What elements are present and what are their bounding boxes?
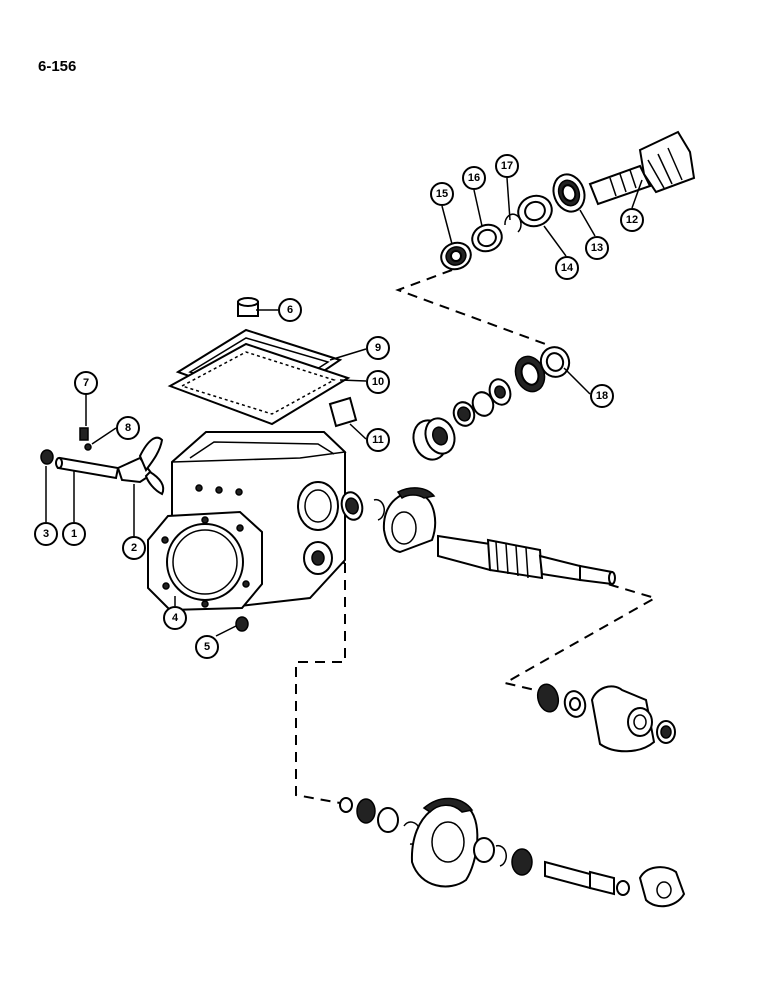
detent-spring-7 [79, 427, 89, 441]
snap-ring-17 [504, 213, 522, 233]
callout-2: 2 [122, 536, 146, 560]
callout-label: 13 [591, 242, 603, 254]
bearing-cup-16 [471, 223, 503, 253]
callout-label: 18 [596, 390, 608, 402]
callout-10: 10 [366, 370, 390, 394]
callout-14: 14 [555, 256, 579, 280]
callout-label: 3 [43, 528, 49, 540]
callout-label: 15 [436, 188, 448, 200]
callout-label: 9 [375, 342, 381, 354]
bearing-cone-13 [552, 173, 586, 213]
callout-label: 1 [71, 528, 77, 540]
shift-fork-2 [116, 436, 165, 496]
center-bearing-and-ring [340, 491, 385, 521]
leader-lines [45, 177, 643, 637]
callout-18: 18 [590, 384, 614, 408]
callout-11: 11 [366, 428, 390, 452]
callout-label: 16 [468, 172, 480, 184]
bearing-cone-15 [440, 241, 472, 271]
callout-label: 17 [501, 160, 513, 172]
bearing-cup-14 [517, 194, 553, 228]
drain-plug-5 [235, 616, 249, 632]
callout-12: 12 [620, 208, 644, 232]
flange-gear [382, 487, 437, 554]
callout-5: 5 [195, 635, 219, 659]
callout-label: 12 [626, 214, 638, 226]
callout-4: 4 [163, 606, 187, 630]
gasket-10 [167, 342, 351, 426]
callout-6: 6 [278, 298, 302, 322]
shift-rail-1 [55, 456, 120, 480]
spring-3 [40, 449, 54, 465]
callout-label: 5 [204, 641, 210, 653]
bottom-shaft [544, 860, 686, 908]
plate-11 [328, 396, 358, 428]
callout-15: 15 [430, 182, 454, 206]
lower-right-bearing-group [536, 683, 676, 753]
callout-1: 1 [62, 522, 86, 546]
callout-label: 10 [372, 376, 384, 388]
callout-16: 16 [462, 166, 486, 190]
callout-13: 13 [585, 236, 609, 260]
mid-shaft-parts [412, 378, 512, 461]
output-shaft-12 [588, 130, 696, 206]
housing-4 [147, 431, 347, 612]
callout-9: 9 [366, 336, 390, 360]
callout-8: 8 [116, 416, 140, 440]
callout-17: 17 [495, 154, 519, 178]
page-number: 6-156 [38, 58, 77, 75]
main-shaft [437, 534, 616, 586]
callout-label: 6 [287, 304, 293, 316]
detent-ball-8 [84, 443, 92, 451]
callout-label: 14 [561, 262, 574, 274]
callout-3: 3 [34, 522, 58, 546]
callout-label: 2 [131, 542, 137, 554]
gear-18 [514, 346, 571, 393]
bottom-gear-group [339, 797, 533, 888]
callout-label: 8 [125, 422, 131, 434]
callout-label: 7 [83, 377, 89, 389]
callout-label: 4 [172, 612, 179, 624]
callout-7: 7 [74, 371, 98, 395]
callouts: 1 2 3 4 5 6 7 8 [34, 154, 644, 659]
callout-label: 11 [372, 434, 384, 446]
